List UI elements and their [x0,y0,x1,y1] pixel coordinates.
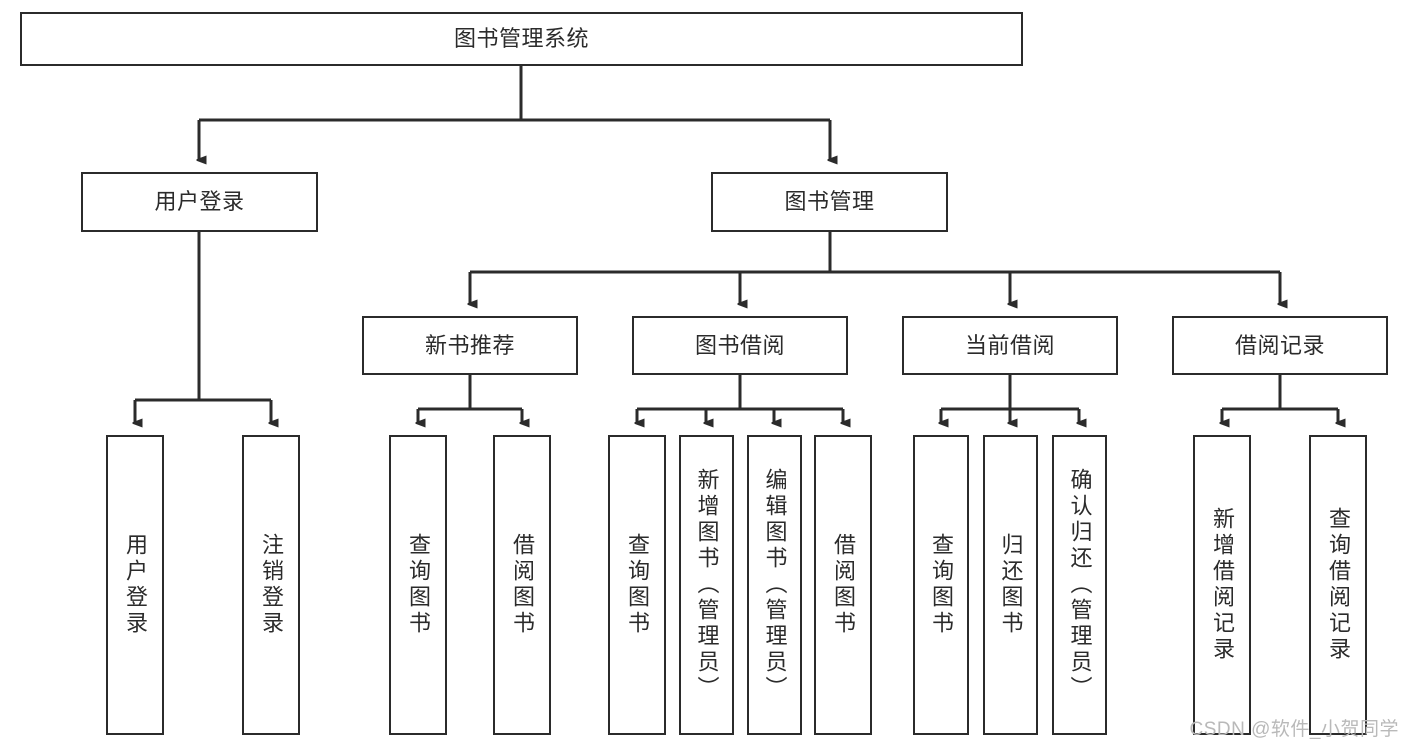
leaf-records-add-record-label: 新增借阅记录 [1210,507,1235,663]
node-book-management[interactable]: 图书管理 [711,172,948,232]
leaf-borrow-edit-book-admin[interactable]: 编辑图书（管理员） [747,435,802,735]
leaf-borrow-query-book-label: 查询图书 [625,533,650,637]
leaf-current-query-book-label: 查询图书 [929,533,954,637]
leaf-records-query-record-label: 查询借阅记录 [1326,507,1351,663]
watermark-text: CSDN @软件_小贺同学 [1189,719,1399,740]
node-root-system[interactable]: 图书管理系统 [20,12,1023,66]
leaf-recommend-borrow-book[interactable]: 借阅图书 [493,435,551,735]
node-new-book-recommend-label: 新书推荐 [424,332,515,358]
node-new-book-recommend[interactable]: 新书推荐 [362,316,578,375]
node-book-borrow-label: 图书借阅 [694,332,785,358]
node-user-login[interactable]: 用户登录 [81,172,318,232]
leaf-borrow-borrow-book[interactable]: 借阅图书 [814,435,872,735]
leaf-records-query-record[interactable]: 查询借阅记录 [1309,435,1367,735]
leaf-recommend-query-book[interactable]: 查询图书 [389,435,447,735]
node-root-system-label: 图书管理系统 [453,26,589,52]
leaf-borrow-edit-book-admin-label: 编辑图书（管理员） [762,468,788,702]
leaf-current-return-book[interactable]: 归还图书 [983,435,1038,735]
node-current-borrow-label: 当前借阅 [964,332,1055,358]
node-user-login-label: 用户登录 [154,189,245,215]
leaf-recommend-borrow-book-label: 借阅图书 [510,533,535,637]
node-book-borrow[interactable]: 图书借阅 [632,316,848,375]
leaf-recommend-query-book-label: 查询图书 [406,533,431,637]
leaf-borrow-add-book-admin-label: 新增图书（管理员） [694,468,720,702]
node-book-management-label: 图书管理 [784,189,875,215]
leaf-user-login-signout-label: 注销登录 [259,533,284,637]
leaf-borrow-query-book[interactable]: 查询图书 [608,435,666,735]
leaf-borrow-borrow-book-label: 借阅图书 [831,533,856,637]
leaf-user-login-signin[interactable]: 用户登录 [106,435,164,735]
leaf-user-login-signout[interactable]: 注销登录 [242,435,300,735]
node-borrow-records[interactable]: 借阅记录 [1172,316,1388,375]
leaf-user-login-signin-label: 用户登录 [123,533,148,637]
leaf-records-add-record[interactable]: 新增借阅记录 [1193,435,1251,735]
leaf-current-query-book[interactable]: 查询图书 [913,435,969,735]
leaf-borrow-add-book-admin[interactable]: 新增图书（管理员） [679,435,734,735]
node-current-borrow[interactable]: 当前借阅 [902,316,1118,375]
leaf-current-confirm-return-admin-label: 确认归还（管理员） [1067,468,1093,702]
node-borrow-records-label: 借阅记录 [1234,332,1325,358]
leaf-current-confirm-return-admin[interactable]: 确认归还（管理员） [1052,435,1107,735]
leaf-current-return-book-label: 归还图书 [998,533,1024,637]
